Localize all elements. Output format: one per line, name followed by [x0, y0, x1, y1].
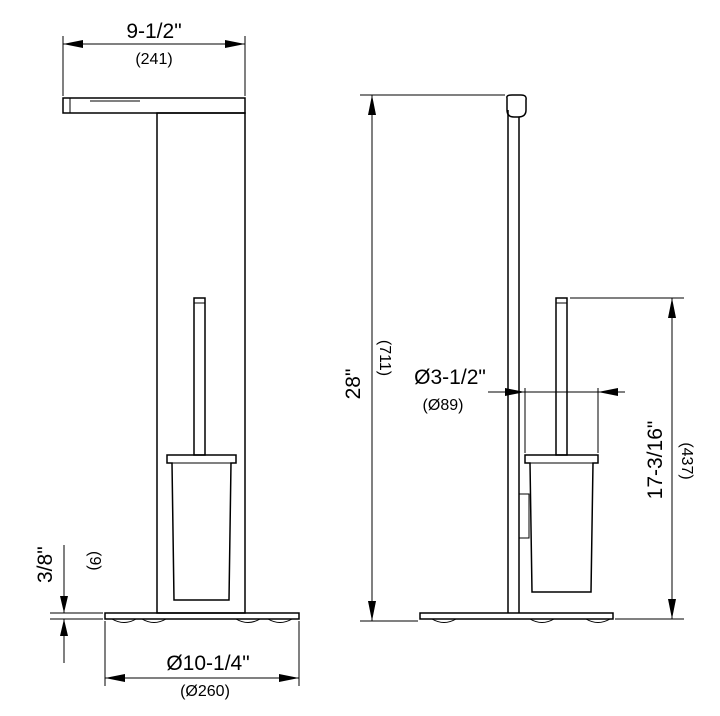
- brush-cup: [166, 454, 237, 601]
- base-diameter-imperial-label: Ø10-1/4": [166, 652, 249, 675]
- brush-height-metric-label: (437): [678, 442, 695, 479]
- height-metric-label: (711): [376, 340, 393, 376]
- dimension-overall-width: 9-1/2" (241): [62, 20, 246, 96]
- brush-cup-side: [524, 454, 599, 593]
- dimension-overall-height: 28" (711): [342, 94, 505, 622]
- thickness-imperial-label: 3/8": [34, 546, 57, 583]
- thickness-metric-label: (9): [86, 551, 103, 571]
- base-diameter-metric-label: (Ø260): [180, 683, 230, 700]
- width-metric-label: (241): [135, 51, 172, 68]
- dimension-base-diameter: Ø10-1/4" (Ø260): [104, 621, 300, 700]
- dimension-holder-diameter: Ø3-1/2" (Ø89): [414, 366, 625, 453]
- side-view: [419, 94, 614, 623]
- brush-handle-side: [555, 297, 568, 456]
- holder-diameter-imperial-label: Ø3-1/2": [414, 366, 486, 389]
- stand-column: [156, 112, 246, 614]
- height-imperial-label: 28": [342, 369, 365, 400]
- paper-holder-arm: [62, 97, 246, 114]
- brush-handle: [193, 297, 206, 456]
- brush-height-imperial-label: 17-3/16": [644, 421, 667, 500]
- holder-diameter-metric-label: (Ø89): [423, 397, 464, 414]
- column-cap: [506, 94, 527, 118]
- front-view: [62, 97, 300, 623]
- width-imperial-label: 9-1/2": [126, 20, 181, 43]
- brush-holder-bracket: [518, 493, 530, 539]
- dimension-brush-height: 17-3/16" (437): [570, 297, 695, 620]
- base-plate: [104, 612, 300, 620]
- dimension-base-thickness: 3/8" (9): [34, 545, 103, 663]
- base-plate-side: [419, 612, 614, 620]
